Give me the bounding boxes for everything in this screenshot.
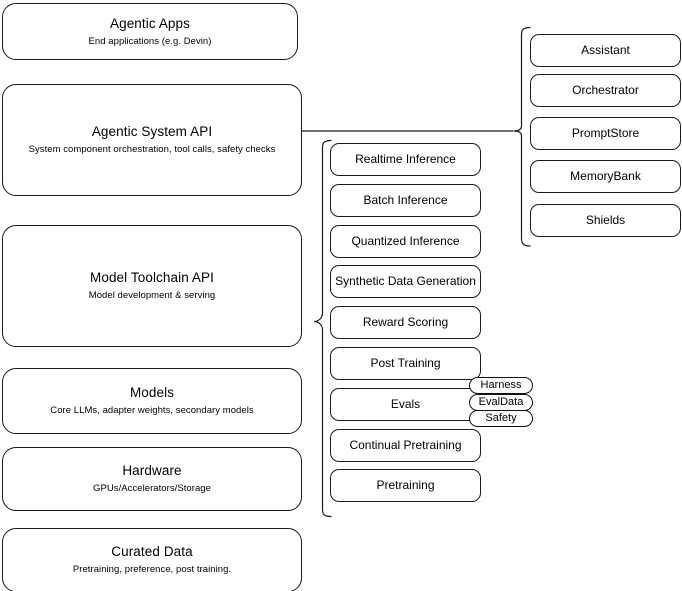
component-reward-scoring[interactable]: Reward Scoring <box>330 306 481 339</box>
layer-subtitle: GPUs/Accelerators/Storage <box>93 483 211 494</box>
component-label: Quantized Inference <box>351 234 460 248</box>
component-evals[interactable]: Evals <box>330 388 481 421</box>
agentic-components-brace <box>513 26 531 247</box>
component-orchestrator[interactable]: Orchestrator <box>530 74 681 107</box>
badge-evaldata[interactable]: EvalData <box>469 394 533 411</box>
component-shields[interactable]: Shields <box>530 204 681 237</box>
layer-title: Agentic System API <box>91 124 213 139</box>
component-label: Shields <box>585 213 626 227</box>
component-promptstore[interactable]: PromptStore <box>530 117 681 150</box>
layer-curated-data[interactable]: Curated Data Pretraining, preference, po… <box>2 528 302 591</box>
layer-hardware[interactable]: Hardware GPUs/Accelerators/Storage <box>2 447 302 511</box>
layer-title: Curated Data <box>111 544 193 559</box>
component-label: Evals <box>390 397 421 411</box>
layer-title: Model Toolchain API <box>90 270 214 285</box>
component-memorybank[interactable]: MemoryBank <box>530 160 681 193</box>
layer-title: Agentic Apps <box>109 15 190 31</box>
badge-safety[interactable]: Safety <box>469 410 533 427</box>
component-label: MemoryBank <box>570 169 641 183</box>
component-label: Orchestrator <box>572 83 639 97</box>
layer-model-toolchain-api[interactable]: Model Toolchain API Model development & … <box>2 225 302 347</box>
component-realtime-inference[interactable]: Realtime Inference <box>330 143 481 176</box>
layer-subtitle: End applications (e.g. Devin) <box>88 35 212 47</box>
layer-subtitle: System component orchestration, tool cal… <box>28 144 276 155</box>
toolchain-components-brace <box>313 139 332 518</box>
component-label: Batch Inference <box>363 193 448 207</box>
component-label: Post Training <box>370 356 441 370</box>
component-label: Pretraining <box>376 478 435 492</box>
component-continual-pretraining[interactable]: Continual Pretraining <box>330 429 481 462</box>
component-label: Continual Pretraining <box>349 438 462 452</box>
layer-title: Models <box>129 385 175 400</box>
layer-subtitle: Core LLMs, adapter weights, secondary mo… <box>50 405 254 416</box>
layer-subtitle: Model development & serving <box>88 290 216 301</box>
component-label: Reward Scoring <box>362 315 449 329</box>
layer-title: Hardware <box>122 463 182 478</box>
component-label: Synthetic Data Generation <box>335 274 476 288</box>
component-synthetic-data-generation[interactable]: Synthetic Data Generation <box>330 265 481 298</box>
component-post-training[interactable]: Post Training <box>330 347 481 380</box>
badge-harness[interactable]: Harness <box>469 377 533 394</box>
layer-subtitle: Pretraining, preference, post training. <box>72 564 232 575</box>
component-label: Realtime Inference <box>355 152 456 166</box>
component-quantized-inference[interactable]: Quantized Inference <box>330 225 481 258</box>
layer-agentic-system-api[interactable]: Agentic System API System component orch… <box>2 84 302 196</box>
component-label: Assistant <box>581 43 630 57</box>
component-batch-inference[interactable]: Batch Inference <box>330 184 481 217</box>
component-pretraining[interactable]: Pretraining <box>330 469 481 502</box>
layer-agentic-apps[interactable]: Agentic Apps End applications (e.g. Devi… <box>2 3 298 60</box>
component-assistant[interactable]: Assistant <box>530 34 681 67</box>
layer-models[interactable]: Models Core LLMs, adapter weights, secon… <box>2 368 302 434</box>
component-label: PromptStore <box>571 126 640 140</box>
